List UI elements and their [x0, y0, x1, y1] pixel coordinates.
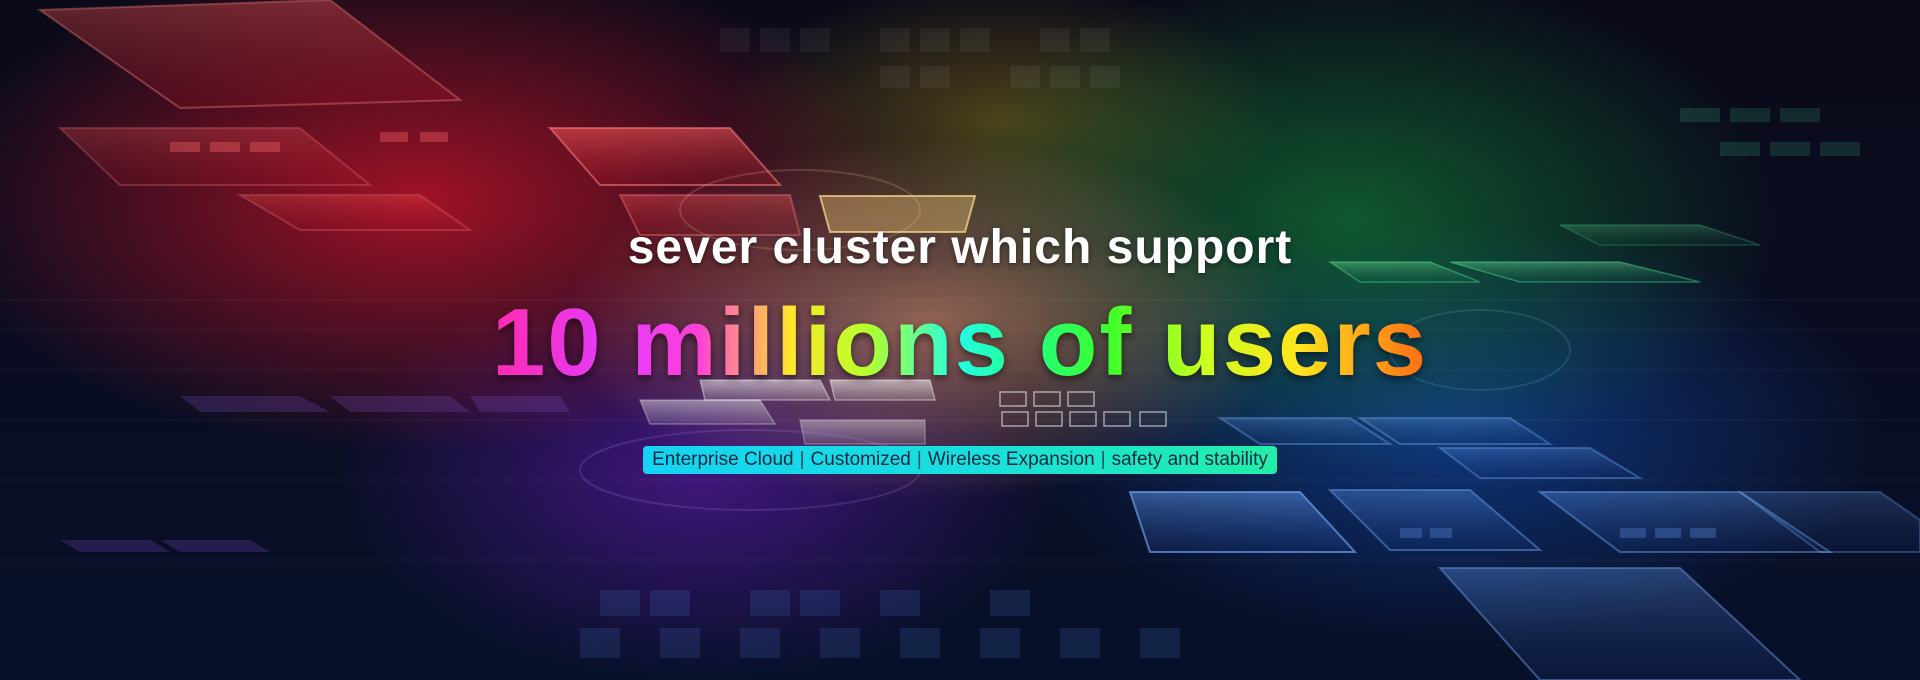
tagline-item-customized: Customized: [810, 449, 911, 470]
tagline-item-wireless-expansion: Wireless Expansion: [927, 449, 1095, 470]
tagline-wrapper: Enterprise Cloud|Customized|Wireless Exp…: [0, 446, 1920, 474]
tagline-separator: |: [1100, 449, 1106, 470]
tagline-item-enterprise-cloud: Enterprise Cloud: [652, 449, 794, 470]
banner-headline: 10 millions of users: [0, 288, 1920, 398]
tagline-item-safety-and-stability: safety and stability: [1111, 449, 1268, 470]
tagline-separator: |: [916, 449, 922, 470]
banner-subtitle: sever cluster which support: [627, 221, 1293, 274]
tagline-separator: |: [799, 449, 805, 470]
headline-gradient-text: 10 millions of users: [491, 289, 1429, 396]
feature-tagline-badge: Enterprise Cloud|Customized|Wireless Exp…: [643, 446, 1277, 474]
